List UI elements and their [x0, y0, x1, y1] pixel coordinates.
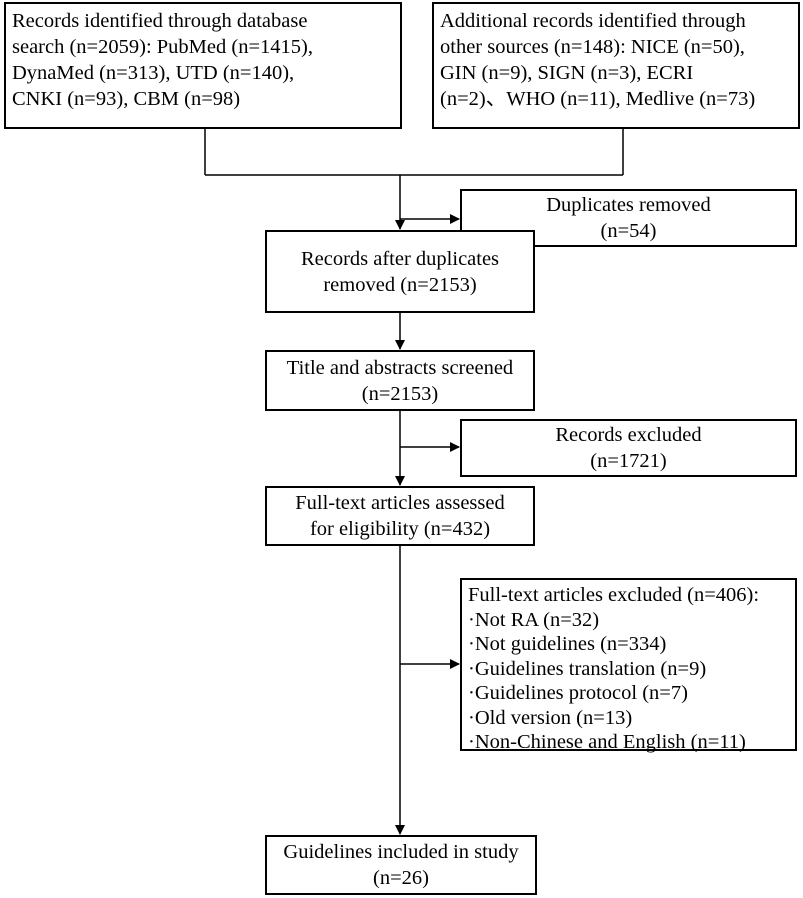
- full-text-assessed-line-2: for eligibility (n=432): [309, 518, 491, 540]
- other-sources-line-2: other sources (n=148): NICE (n=50),: [440, 36, 745, 58]
- full-text-excluded-reason-4: ·Guidelines protocol (n=7): [468, 682, 688, 704]
- after-duplicates-box: Records after duplicates removed (n=2153…: [265, 230, 535, 313]
- included-line-1: Guidelines included in study: [283, 841, 519, 863]
- records-excluded-line-2: (n=1721): [590, 450, 667, 472]
- full-text-assessed-line-1: Full-text articles assessed: [295, 492, 505, 514]
- database-search-line-3: DynaMed (n=313), UTD (n=140),: [12, 62, 295, 84]
- full-text-excluded-reason-1: ·Not RA (n=32): [468, 608, 600, 631]
- other-sources-line-3: GIN (n=9), SIGN (n=3), ECRI: [440, 62, 694, 84]
- database-search-line-4: CNKI (n=93), CBM (n=98): [12, 88, 241, 110]
- full-text-excluded-heading: Full-text articles excluded (n=406):: [468, 584, 760, 606]
- other-sources-line-4: (n=2)、WHO (n=11), Medlive (n=73): [440, 88, 756, 110]
- duplicates-removed-line-1: Duplicates removed: [546, 194, 711, 216]
- full-text-excluded-box: Full-text articles excluded (n=406): ·No…: [460, 578, 797, 753]
- included-line-2: (n=26): [373, 867, 429, 889]
- screened-line-1: Title and abstracts screened: [286, 356, 514, 379]
- full-text-excluded-reason-3: ·Guidelines translation (n=9): [468, 657, 707, 680]
- full-text-excluded-reason-5: ·Old version (n=13): [468, 706, 633, 729]
- other-sources-box: Additional records identified through ot…: [432, 2, 800, 129]
- included-box: Guidelines included in study (n=26): [265, 835, 537, 895]
- full-text-excluded-reason-6: ·Non-Chinese and English (n=11): [468, 731, 746, 753]
- database-search-box: Records identified through database sear…: [4, 2, 402, 129]
- after-duplicates-line-1: Records after duplicates: [300, 247, 500, 270]
- full-text-assessed-box: Full-text articles assessed for eligibil…: [265, 486, 535, 546]
- database-search-line-1: Records identified through database: [12, 10, 308, 32]
- duplicates-removed-box: Duplicates removed (n=54): [460, 189, 797, 247]
- database-search-line-2: search (n=2059): PubMed (n=1415),: [12, 36, 313, 58]
- screened-line-2: (n=2153): [361, 382, 439, 405]
- other-sources-line-1: Additional records identified through: [440, 10, 746, 32]
- after-duplicates-line-2: removed (n=2153): [323, 273, 477, 296]
- records-excluded-line-1: Records excluded: [555, 424, 702, 446]
- duplicates-removed-line-2: (n=54): [600, 220, 657, 242]
- records-excluded-box: Records excluded (n=1721): [460, 419, 797, 477]
- screened-box: Title and abstracts screened (n=2153): [265, 350, 535, 411]
- full-text-excluded-reason-2: ·Not guidelines (n=334): [468, 633, 667, 655]
